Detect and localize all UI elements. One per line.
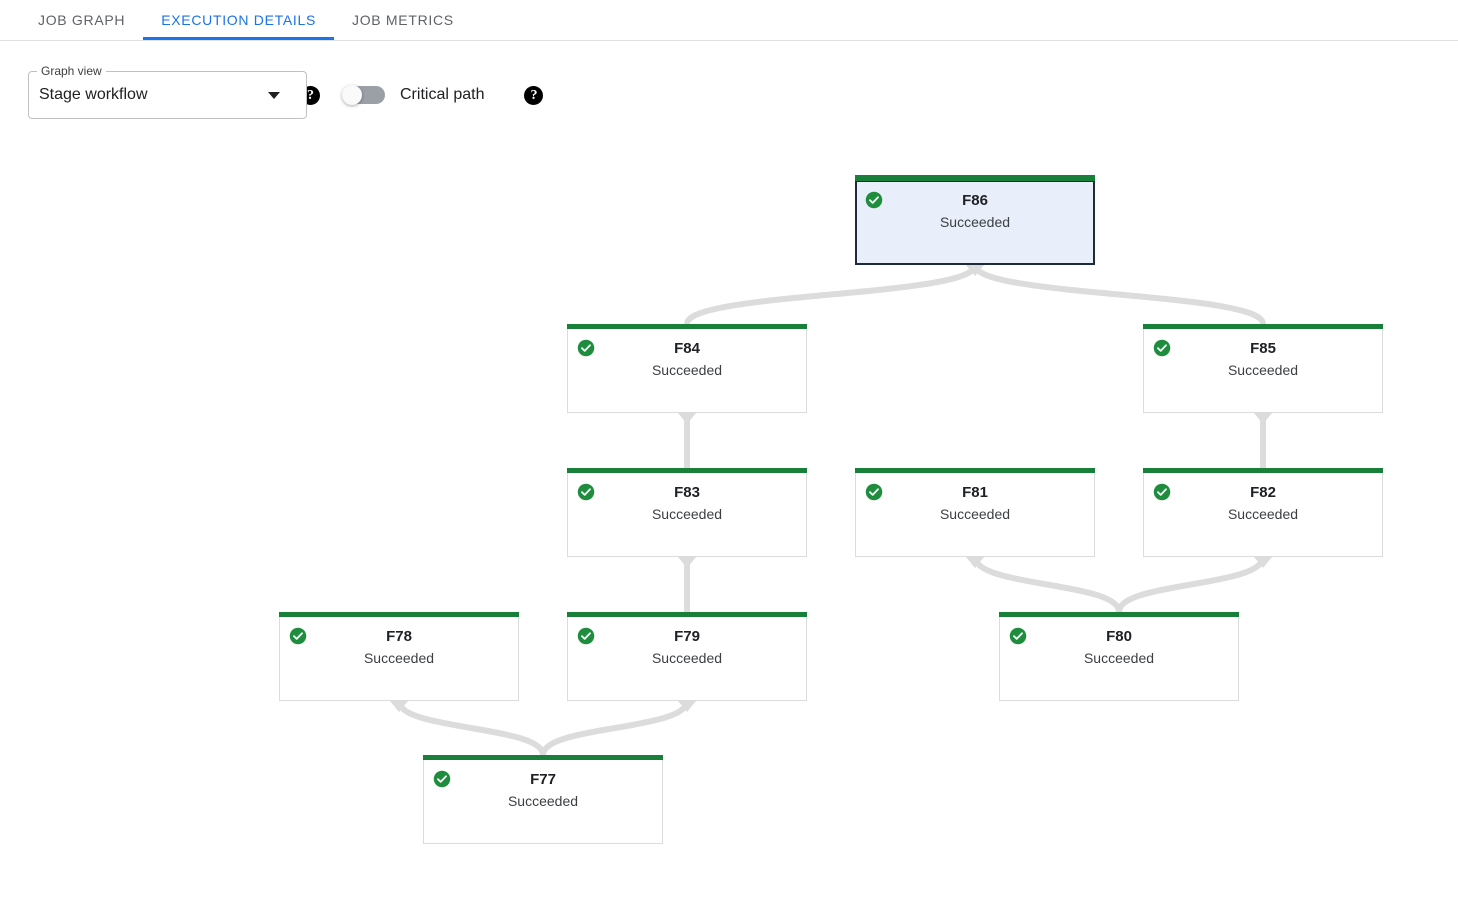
graph-view-label: Graph view xyxy=(37,64,106,78)
check-circle-icon xyxy=(577,339,595,357)
edge-arrowhead xyxy=(966,265,984,276)
node-status-bar xyxy=(567,468,807,473)
critical-path-toggle[interactable] xyxy=(342,85,386,105)
edge-arrowhead xyxy=(966,557,984,568)
node-title: F83 xyxy=(674,484,700,501)
node-title: F78 xyxy=(386,628,412,645)
graph-controls: Graph view Stage workflow ? Critical pat… xyxy=(0,41,1458,131)
node-title: F84 xyxy=(674,340,700,357)
tab-label: JOB GRAPH xyxy=(38,12,126,28)
check-circle-icon xyxy=(577,627,595,645)
edge-arrowhead xyxy=(390,701,408,712)
node-status-text: Succeeded xyxy=(939,214,1011,230)
node-title: F80 xyxy=(1106,628,1132,645)
graph-edge-f82-to-f80 xyxy=(1116,556,1266,613)
tab-execution-details[interactable]: EXECUTION DETAILS xyxy=(143,0,334,40)
node-title: F81 xyxy=(962,484,988,501)
node-status-bar xyxy=(423,755,663,760)
tab-job-metrics[interactable]: JOB METRICS xyxy=(334,0,472,40)
edge-arrowhead xyxy=(678,557,696,568)
node-title: F77 xyxy=(530,771,556,788)
node-status-bar xyxy=(1143,468,1383,473)
edge-arrowhead xyxy=(1254,413,1272,424)
node-status-text: Succeeded xyxy=(1227,506,1299,522)
critical-path-help-icon[interactable]: ? xyxy=(524,85,544,105)
critical-path-group: Critical path ? xyxy=(342,85,544,105)
tab-label: JOB METRICS xyxy=(352,12,454,28)
node-status-bar xyxy=(855,468,1095,473)
graph-edge-f79-to-f77 xyxy=(540,700,690,756)
check-circle-icon xyxy=(865,191,883,209)
node-status-bar xyxy=(279,612,519,617)
check-circle-icon xyxy=(865,483,883,501)
node-title: F86 xyxy=(962,192,988,209)
node-status-text: Succeeded xyxy=(363,650,435,666)
tab-job-graph[interactable]: JOB GRAPH xyxy=(20,0,143,40)
check-circle-icon xyxy=(1153,339,1171,357)
graph-edge-f86-to-f84 xyxy=(684,263,978,326)
check-circle-icon xyxy=(1009,627,1027,645)
edge-arrowhead xyxy=(678,701,696,712)
check-circle-icon xyxy=(289,627,307,645)
graph-edge-f78-to-f77 xyxy=(396,700,546,756)
tab-bar: JOB GRAPH EXECUTION DETAILS JOB METRICS xyxy=(0,0,1458,41)
node-title: F82 xyxy=(1250,484,1276,501)
graph-edge-f81-to-f80 xyxy=(972,556,1122,613)
node-status-bar xyxy=(567,324,807,329)
check-circle-icon xyxy=(1153,483,1171,501)
node-title: F79 xyxy=(674,628,700,645)
check-circle-icon xyxy=(433,770,451,788)
node-title: F85 xyxy=(1250,340,1276,357)
graph-view-select[interactable]: Graph view Stage workflow xyxy=(28,64,307,119)
node-status-text: Succeeded xyxy=(1083,650,1155,666)
graph-edge-f86-to-f85 xyxy=(972,263,1266,326)
edge-arrowhead xyxy=(1254,557,1272,568)
edge-arrowhead xyxy=(966,265,984,276)
node-status-text: Succeeded xyxy=(651,650,723,666)
critical-path-label: Critical path xyxy=(400,86,485,103)
node-status-bar xyxy=(855,175,1095,181)
graph-view-value: Stage workflow xyxy=(39,86,148,103)
chevron-down-icon[interactable] xyxy=(268,91,280,99)
node-status-text: Succeeded xyxy=(1227,362,1299,378)
node-status-text: Succeeded xyxy=(939,506,1011,522)
node-status-bar xyxy=(567,612,807,617)
node-status-text: Succeeded xyxy=(651,362,723,378)
node-status-text: Succeeded xyxy=(507,793,579,809)
check-circle-icon xyxy=(577,483,595,501)
node-status-bar xyxy=(999,612,1239,617)
node-status-bar xyxy=(1143,324,1383,329)
node-status-text: Succeeded xyxy=(651,506,723,522)
edge-arrowhead xyxy=(678,413,696,424)
toggle-thumb xyxy=(342,85,362,105)
tab-label: EXECUTION DETAILS xyxy=(161,12,316,28)
